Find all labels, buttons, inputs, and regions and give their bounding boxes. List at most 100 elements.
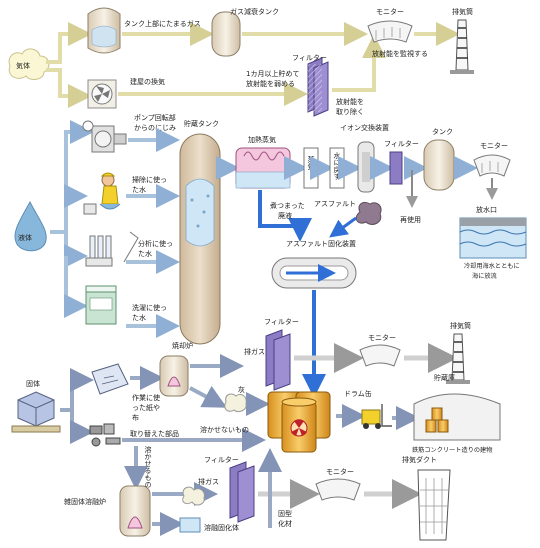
- gas-decay-tank-label: ガス減衰タンク: [230, 7, 279, 16]
- storage-tank-label: 貯蔵タンク: [184, 119, 219, 128]
- ash-label: 灰: [238, 385, 245, 394]
- solid-trunk: [60, 368, 94, 412]
- fill-material-2: 化材: [278, 519, 292, 528]
- gas-stack-label: 排気筒: [452, 7, 473, 16]
- gas-source-label: 気体: [16, 61, 30, 70]
- back-to-water-label: 水に戻す: [333, 151, 341, 180]
- gas-section: 気体 タンク上部にたまるガス ガス減衰タンク 建屋の換気 1カ月以上貯めて 放射…: [8, 7, 474, 117]
- tank-top-gas-label: タンク上部にたまるガス: [124, 19, 201, 28]
- sea-text-1: 冷却用海水とともに: [464, 262, 520, 270]
- gas-stack-icon: [450, 19, 474, 74]
- gas-filter: [307, 57, 329, 117]
- drum-label: ドラム缶: [344, 389, 372, 398]
- solid-source-label: 固体: [26, 379, 40, 388]
- liquid-monitor: [473, 154, 511, 177]
- melt-furnace: [119, 485, 151, 537]
- asphalt-solidifier-device: [271, 257, 357, 289]
- analysis-tubes-icon: [85, 231, 139, 267]
- solid-branch-parts: [70, 410, 94, 444]
- cleaning-worker-icon: [83, 172, 121, 215]
- blue-arrow-asphalt: [329, 216, 357, 238]
- fill-material-1: 固型: [278, 509, 292, 518]
- storehouse: [413, 393, 501, 441]
- liquid-section: 液体 ポンプ回転部 からのにじみ 掃除に使っ た水: [14, 113, 527, 398]
- gas-filter-label: フィルター: [292, 53, 327, 62]
- pump-icon: [82, 120, 127, 153]
- solid-arrow-incinerator-ash: [189, 385, 228, 408]
- solid-monitor-label: モニター: [368, 333, 396, 342]
- molten-solid-blob: [182, 486, 205, 506]
- gas-monitor-text: 放射能を監視する: [372, 49, 428, 58]
- pump-text-2: からのにじみ: [134, 124, 176, 132]
- analysis-water-2: た水: [138, 249, 152, 258]
- solid-monitor-2-label: モニター: [326, 467, 354, 476]
- liquid-branch-4: [64, 256, 88, 318]
- liquid-branch-3: [64, 232, 88, 268]
- non-meltable-label: 溶かせないもの: [200, 425, 249, 434]
- gas-monitor-label: モニター: [376, 7, 404, 16]
- ion-exchanger: [357, 141, 375, 193]
- solid-filter-2: [229, 461, 255, 523]
- liquid-source-label: 液体: [18, 233, 32, 242]
- work-waste-icon: [91, 363, 129, 395]
- liquid-storage-tank: [179, 133, 221, 345]
- liquid-filter-label: フィルター: [384, 139, 419, 148]
- outlet-label: 放水口: [476, 205, 497, 214]
- solid-filter-label: フィルター: [264, 317, 299, 326]
- solid-section: 固体 作業に使 った紙や 布 焼却炉 排ガス フィルター モニター: [11, 317, 501, 541]
- ion-exchanger-label: イオン交換装置: [340, 123, 389, 132]
- liquid-trunk: [50, 120, 94, 234]
- replaced-parts-label: 取り替えた部品: [130, 429, 179, 438]
- laundry-box-icon: [85, 285, 117, 325]
- asphalt-label: アスファルト: [314, 200, 356, 208]
- sea-discharge-icon: [459, 217, 527, 259]
- concentrate-text-2: 廃液: [278, 211, 292, 220]
- storehouse-label: 貯蔵庫: [434, 373, 455, 382]
- hold-text-1: 1カ月以上貯めて: [246, 69, 299, 78]
- gas-source-tank: [87, 7, 121, 54]
- molten-solid-label: 溶融固化体: [204, 523, 239, 532]
- remove-text-2: 取り除く: [336, 107, 364, 116]
- molten-solid-block: [179, 517, 201, 533]
- gas-monitor: [367, 20, 413, 43]
- solid-filter-2-label: フィルター: [204, 455, 239, 464]
- gas-arrow-filter-to-monitor: [332, 34, 386, 92]
- laundry-water-1: 洗濯に使っ: [132, 303, 167, 312]
- gas-arrow-to-vent: [46, 68, 92, 108]
- exhaust-duct-icon: [417, 469, 451, 541]
- laundry-water-2: た水: [132, 313, 146, 322]
- solid-stack-label: 排気筒: [450, 321, 471, 330]
- solid-monitor: [359, 344, 401, 367]
- asphalt-blob-icon: [355, 201, 382, 225]
- replaced-parts-icon: [89, 423, 121, 447]
- solid-stack-icon: [446, 333, 470, 384]
- liquid-monitor-label: モニター: [480, 141, 508, 150]
- gas-decay-tank: [211, 11, 241, 57]
- building-text: 鉄筋コンクリート造りの建物: [412, 446, 492, 454]
- vent-fan-icon: [87, 79, 117, 109]
- exhaust-gas-label: 排ガス: [244, 347, 265, 356]
- analysis-water-1: 分析に使っ: [138, 239, 173, 248]
- incinerator: [159, 355, 189, 397]
- meltable-label: 溶かせるもの: [144, 445, 152, 488]
- exhaust-duct-label: 排気ダクト: [402, 455, 437, 464]
- pump-text-1: ポンプ回転部: [134, 113, 176, 122]
- sea-text-2: 海に放流: [472, 272, 497, 280]
- work-waste-1: 作業に使: [132, 393, 160, 402]
- heated-steam-label: 加熱蒸気: [248, 135, 276, 144]
- steam-label: 蒸気: [307, 155, 315, 171]
- evaporator: [235, 147, 291, 189]
- hold-text-2: 放射能を弱める: [246, 79, 295, 88]
- incinerator-label: 焼却炉: [172, 341, 193, 350]
- forklift-icon: [361, 404, 392, 429]
- cleaning-water-1: 掃除に使っ: [132, 175, 167, 184]
- ash-pile-icon: [224, 393, 247, 413]
- room-vent-label: 建屋の換気: [130, 77, 165, 86]
- blue-arrow-concentrate: [258, 190, 312, 242]
- melt-furnace-label: 雑固体溶融炉: [64, 497, 106, 506]
- solid-filter: [265, 329, 291, 391]
- work-waste-3: 布: [132, 413, 139, 422]
- asphalt-solidifier-label: アスファルト固化装置: [286, 239, 356, 248]
- liquid-tank-label: タンク: [432, 127, 453, 136]
